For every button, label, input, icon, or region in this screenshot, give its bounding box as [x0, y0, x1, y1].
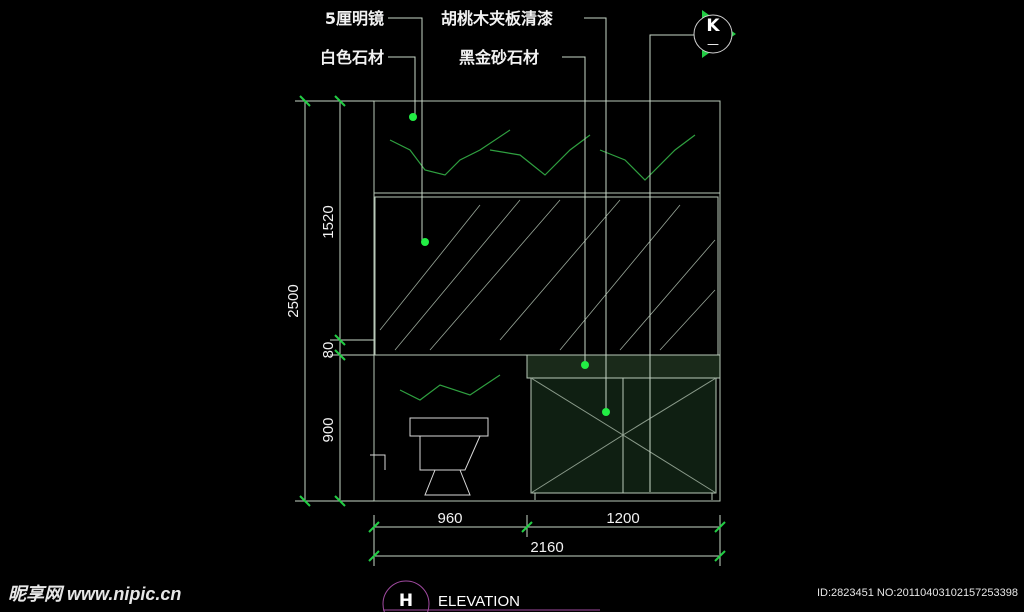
dim-lower: 900	[320, 417, 337, 442]
leader-lines	[388, 17, 694, 492]
vanity-cabinet	[526, 354, 721, 500]
label-walnut: 胡桃木夹板清漆	[441, 9, 553, 28]
leader-dots	[409, 113, 610, 416]
elevation-title: H ELEVATION	[382, 580, 600, 612]
dim-upper: 1520	[320, 205, 337, 238]
watermark-id: ID:2823451 NO:20110403102157253398	[817, 587, 1018, 599]
mirror-hatch	[379, 199, 716, 351]
watermark-logo: 昵享网 www.nipic.cn	[8, 584, 181, 604]
label-mirror: 5厘明镜	[325, 9, 384, 28]
dim-right-width: 1200	[606, 510, 639, 527]
dim-gap: 80	[320, 342, 337, 359]
label-black-stone: 黑金砂石材	[459, 48, 539, 67]
shampoo-chair	[370, 417, 489, 496]
section-marker-sub: —	[707, 37, 719, 51]
elevation-title-letter: H	[399, 591, 413, 611]
dimension-lines	[295, 100, 721, 566]
dim-left-width: 960	[437, 510, 462, 527]
dim-total-width: 2160	[530, 539, 563, 556]
section-marker-letter: K	[706, 16, 720, 36]
dim-total-height: 2500	[285, 284, 302, 317]
elevation-title-text: ELEVATION	[438, 593, 520, 610]
stone-veins	[389, 129, 696, 401]
label-white-stone: 白色石材	[320, 48, 384, 67]
section-marker: K —	[693, 10, 736, 58]
dimension-ticks	[299, 95, 726, 562]
